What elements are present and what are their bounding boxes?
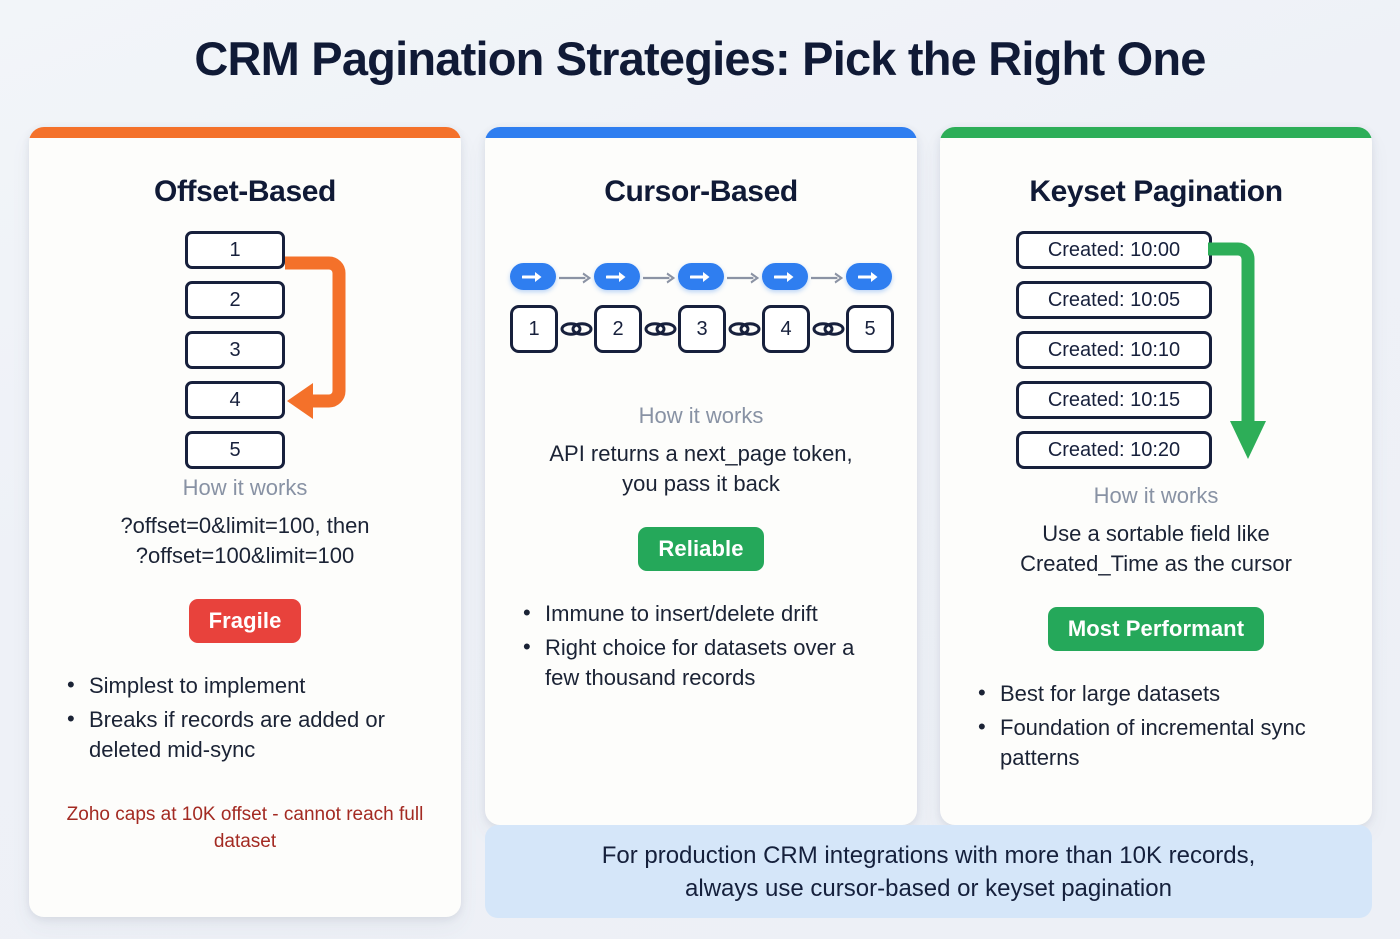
diagram-keyset: Created: 10:00 Created: 10:05 Created: 1… (940, 209, 1372, 479)
bullet-list-offset: Simplest to implement Breaks if records … (29, 670, 461, 765)
list-item: Immune to insert/delete drift (521, 598, 883, 629)
how-line: Created_Time as the cursor (1020, 551, 1292, 576)
chain-link-icon (642, 319, 678, 339)
arrow-right-icon (774, 271, 794, 282)
card-title-cursor: Cursor-Based (604, 175, 798, 208)
accent-bar-offset (29, 127, 461, 138)
diagram-cursor: 1 2 3 (485, 209, 917, 399)
chain-link-icon (810, 319, 846, 339)
card-title-keyset: Keyset Pagination (1029, 175, 1283, 208)
how-line: API returns a next_page token, (549, 441, 853, 466)
keyset-box: Created: 10:00 (1016, 231, 1212, 269)
arrow-connector-icon (727, 272, 760, 283)
card-keyset-pagination: Keyset Pagination Created: 10:00 Created… (940, 127, 1372, 825)
arrow-right-pill (762, 263, 808, 290)
how-line: you pass it back (622, 471, 780, 496)
keyset-box: Created: 10:10 (1016, 331, 1212, 369)
how-it-works-desc-keyset: Use a sortable field like Created_Time a… (940, 519, 1372, 579)
list-item: Foundation of incremental sync patterns (976, 712, 1338, 773)
list-item: Right choice for datasets over a few tho… (521, 632, 883, 693)
cursor-box: 4 (762, 305, 810, 353)
pill-connector (643, 271, 676, 283)
how-line: ?offset=0&limit=100, then (120, 513, 370, 538)
pill-connector (727, 271, 760, 283)
offset-box: 3 (185, 331, 285, 369)
arrow-connector-icon (643, 272, 676, 283)
offset-box: 5 (185, 431, 285, 469)
cursor-box: 1 (510, 305, 558, 353)
keyset-box: Created: 10:05 (1016, 281, 1212, 319)
bullet-list-cursor: Immune to insert/delete drift Right choi… (485, 598, 917, 693)
card-cursor-based: Cursor-Based (485, 127, 917, 825)
arrow-right-pill (678, 263, 724, 290)
accent-bar-keyset (940, 127, 1372, 138)
pill-connector (559, 271, 592, 283)
list-item: Best for large datasets (976, 678, 1338, 709)
offset-box: 2 (185, 281, 285, 319)
status-badge-reliable: Reliable (638, 527, 764, 571)
cursor-box: 2 (594, 305, 642, 353)
page-title: CRM Pagination Strategies: Pick the Righ… (194, 32, 1206, 85)
list-item: Simplest to implement (65, 670, 427, 701)
offset-box: 4 (185, 381, 285, 419)
offset-box-stack: 1 2 3 4 5 (185, 231, 285, 481)
how-line: ?offset=100&limit=100 (135, 543, 355, 568)
keyset-box: Created: 10:15 (1016, 381, 1212, 419)
chain-link-icon (726, 319, 762, 339)
how-it-works-desc-cursor: API returns a next_page token, you pass … (485, 439, 917, 499)
card-offset-based: Offset-Based 1 2 3 4 5 How it works ?off… (29, 127, 461, 917)
how-it-works-label-offset: How it works (182, 475, 308, 500)
offset-skip-arrow-icon (285, 256, 346, 419)
chain-link-icon (558, 319, 594, 339)
arrow-right-pill (846, 263, 892, 290)
arrow-right-icon (690, 271, 710, 282)
badge-wrap-cursor: Reliable (485, 527, 917, 571)
how-it-works-desc-offset: ?offset=0&limit=100, then ?offset=100&li… (29, 511, 461, 571)
how-it-works-label-keyset: How it works (1093, 483, 1219, 508)
arrow-connector-icon (559, 272, 592, 283)
cursor-box-row: 1 2 3 (510, 305, 894, 353)
footer-text: For production CRM integrations with mor… (582, 839, 1276, 905)
status-badge-fragile: Fragile (188, 599, 302, 643)
keyset-box-stack: Created: 10:00 Created: 10:05 Created: 1… (1016, 231, 1212, 481)
arrow-right-pill (594, 263, 640, 290)
arrow-right-icon (606, 271, 626, 282)
list-item: Breaks if records are added or deleted m… (65, 704, 427, 765)
arrow-connector-icon (811, 272, 844, 283)
footer-recommendation-banner: For production CRM integrations with mor… (485, 825, 1372, 918)
footer-line: always use cursor-based or keyset pagina… (685, 874, 1172, 902)
cursor-pill-row (510, 263, 892, 290)
keyset-down-arrow-icon (1208, 242, 1266, 459)
arrow-right-pill (510, 263, 556, 290)
how-it-works-label-cursor: How it works (638, 403, 764, 428)
badge-wrap-keyset: Most Performant (940, 607, 1372, 651)
badge-wrap-offset: Fragile (29, 599, 461, 643)
warning-note-offset: Zoho caps at 10K offset - cannot reach f… (66, 804, 424, 852)
status-badge-most-performant: Most Performant (1047, 607, 1265, 651)
how-line: Use a sortable field like (1042, 521, 1270, 546)
accent-bar-cursor (485, 127, 917, 138)
diagram-offset: 1 2 3 4 5 (29, 209, 461, 471)
cursor-box: 5 (846, 305, 894, 353)
offset-box: 1 (185, 231, 285, 269)
pill-connector (811, 271, 844, 283)
keyset-box: Created: 10:20 (1016, 431, 1212, 469)
arrow-right-icon (522, 271, 542, 282)
card-title-offset: Offset-Based (154, 175, 336, 208)
footer-line: For production CRM integrations with mor… (601, 841, 1256, 869)
arrow-right-icon (858, 271, 878, 282)
cursor-box: 3 (678, 305, 726, 353)
bullet-list-keyset: Best for large datasets Foundation of in… (940, 678, 1372, 773)
